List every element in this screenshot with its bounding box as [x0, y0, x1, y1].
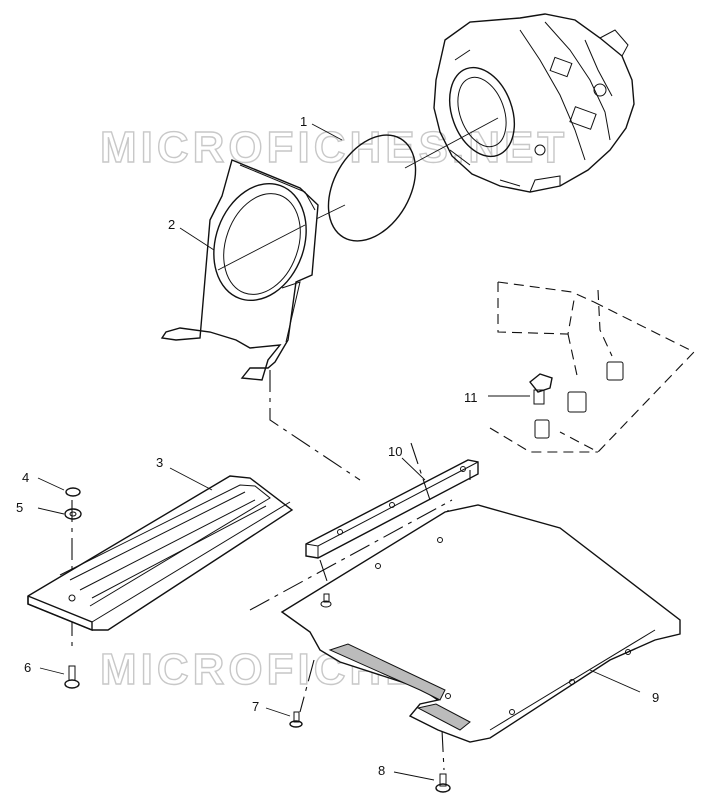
callout-10: 10 — [388, 444, 402, 459]
part-8-bolt — [393, 771, 451, 793]
part-9-skid-plate — [280, 504, 681, 743]
callout-6: 6 — [24, 660, 31, 675]
callout-3: 3 — [156, 455, 163, 470]
part-7-screw-upper — [320, 593, 332, 608]
callout-11: 11 — [464, 390, 478, 405]
part-5-washer — [37, 507, 82, 520]
part-11-switch — [488, 373, 553, 405]
callout-4: 4 — [22, 470, 29, 485]
part-2-adapter-plate — [160, 159, 319, 381]
callout-8: 8 — [378, 763, 385, 778]
compartment-outline — [489, 281, 695, 453]
part-4-nut — [37, 477, 81, 497]
callout-5: 5 — [16, 500, 23, 515]
part-10-rail — [305, 457, 479, 559]
part-7-screw — [265, 707, 303, 728]
callout-9: 9 — [652, 690, 659, 705]
part-3-tread-plate — [27, 467, 294, 632]
watermark-top: MICROFICHES.NET — [100, 123, 568, 172]
callout-7: 7 — [252, 699, 259, 714]
callout-2: 2 — [168, 217, 175, 232]
engine-housing — [433, 13, 635, 193]
callout-1: 1 — [300, 114, 307, 129]
part-6-bolt — [39, 665, 80, 689]
